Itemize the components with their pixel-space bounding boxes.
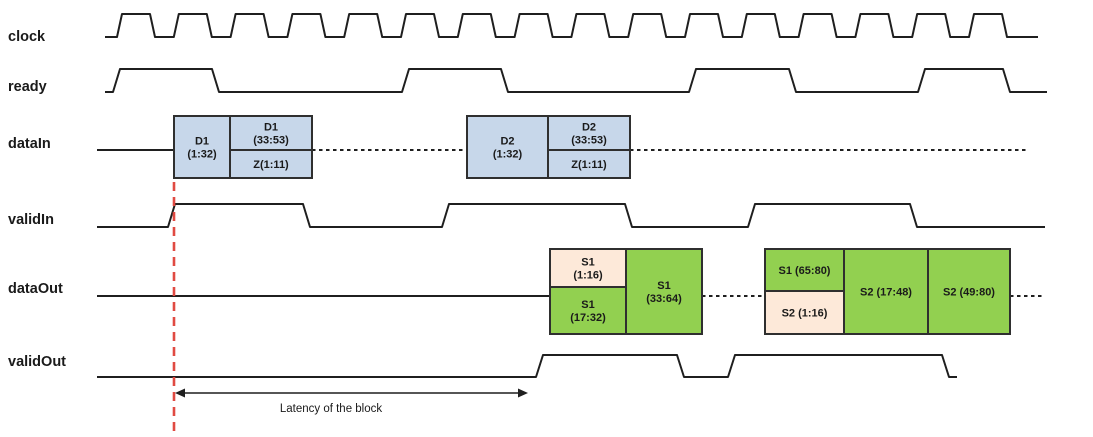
datain-cell-label: D1: [195, 136, 209, 148]
datain-cell-label: Z(1:11): [253, 159, 289, 171]
datain-cell: [547, 149, 631, 179]
dataout-cell: [549, 286, 627, 335]
latency-arrowhead-right-icon: [518, 388, 528, 398]
dataout-cell-label: S1 (65:80): [779, 265, 831, 277]
signal-label-clock: clock: [8, 29, 46, 45]
datain-cell-label: D2: [582, 122, 596, 134]
dataout-cell: [843, 248, 929, 335]
ready-waveform: [105, 68, 1047, 93]
latency-label: Latency of the block: [280, 403, 383, 415]
datain-cell-label: Z(1:11): [571, 159, 607, 171]
datain-cell-label: (33:53): [571, 135, 607, 147]
latency-arrowhead-left-icon: [175, 388, 185, 398]
dataout-cell-label: S1: [581, 299, 594, 311]
datain-cell: [229, 149, 313, 179]
datain-cell-label: (33:53): [253, 135, 289, 147]
dataout-cell: [764, 248, 845, 292]
signal-label-validin: validIn: [8, 212, 54, 228]
clock-waveform: [105, 13, 1038, 38]
datain-cell-label: (1:32): [493, 149, 523, 161]
signal-label-dataout: dataOut: [8, 281, 63, 297]
dataout-cell-label: S1: [657, 280, 670, 292]
dataout-cell-label: (1:16): [573, 270, 603, 282]
datain-cell-label: D1: [264, 122, 278, 134]
dataout-cell-label: S2 (49:80): [943, 287, 995, 299]
signal-label-ready: ready: [8, 79, 47, 95]
dataout-cell: [927, 248, 1011, 335]
validin-waveform: [97, 203, 1045, 228]
datain-cell-label: D2: [500, 136, 514, 148]
signal-label-datain: dataIn: [8, 136, 51, 152]
dataout-cell-label: (17:32): [570, 312, 606, 324]
dataout-cell: [625, 248, 703, 335]
datain-cell-label: (1:32): [187, 149, 217, 161]
dataout-cell-label: (33:64): [646, 293, 682, 305]
dataout-cell-label: S2 (1:16): [782, 308, 828, 320]
dataout-cell-label: S2 (17:48): [860, 287, 912, 299]
signal-label-validout: validOut: [8, 354, 66, 370]
dataout-cell-label: S1: [581, 257, 594, 269]
validout-waveform: [97, 354, 957, 378]
datain-cell: [466, 115, 549, 179]
